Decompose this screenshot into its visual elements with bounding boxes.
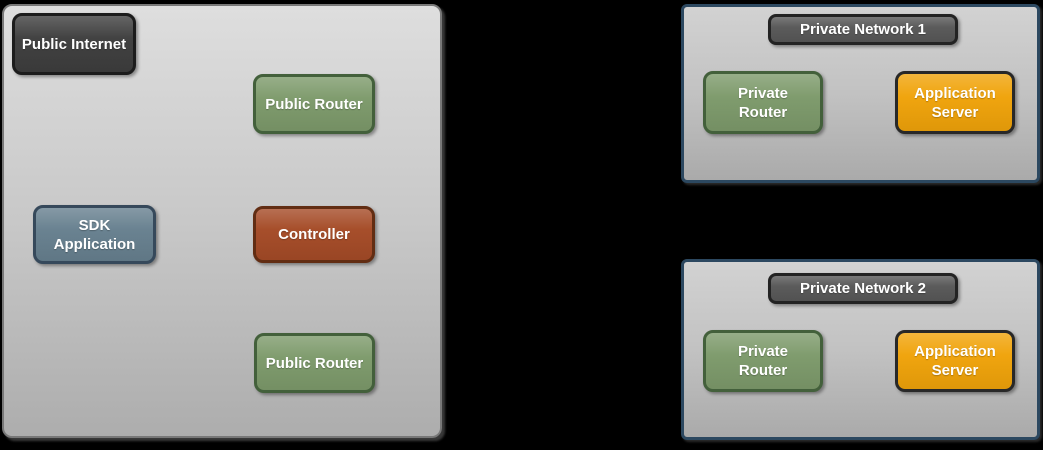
private-network-1-title: Private Network 1 bbox=[768, 14, 958, 45]
private-network-2-panel: Private Network 2 Private Router Applica… bbox=[681, 259, 1040, 440]
private-network-1-application-server-node: Application Server bbox=[895, 71, 1015, 134]
public-router-bottom-node: Public Router bbox=[254, 333, 375, 393]
private-network-1-private-router-node: Private Router bbox=[703, 71, 823, 134]
private-network-2-title: Private Network 2 bbox=[768, 273, 958, 304]
public-internet-node: Public Internet bbox=[12, 13, 136, 75]
private-network-2-private-router-node: Private Router bbox=[703, 330, 823, 392]
private-network-2-application-server-node: Application Server bbox=[895, 330, 1015, 392]
sdk-application-node: SDK Application bbox=[33, 205, 156, 264]
public-internet-panel: Public Internet Public Router SDK Applic… bbox=[2, 4, 442, 438]
private-network-1-panel: Private Network 1 Private Router Applica… bbox=[681, 4, 1040, 183]
controller-node: Controller bbox=[253, 206, 375, 263]
public-router-top-node: Public Router bbox=[253, 74, 375, 134]
